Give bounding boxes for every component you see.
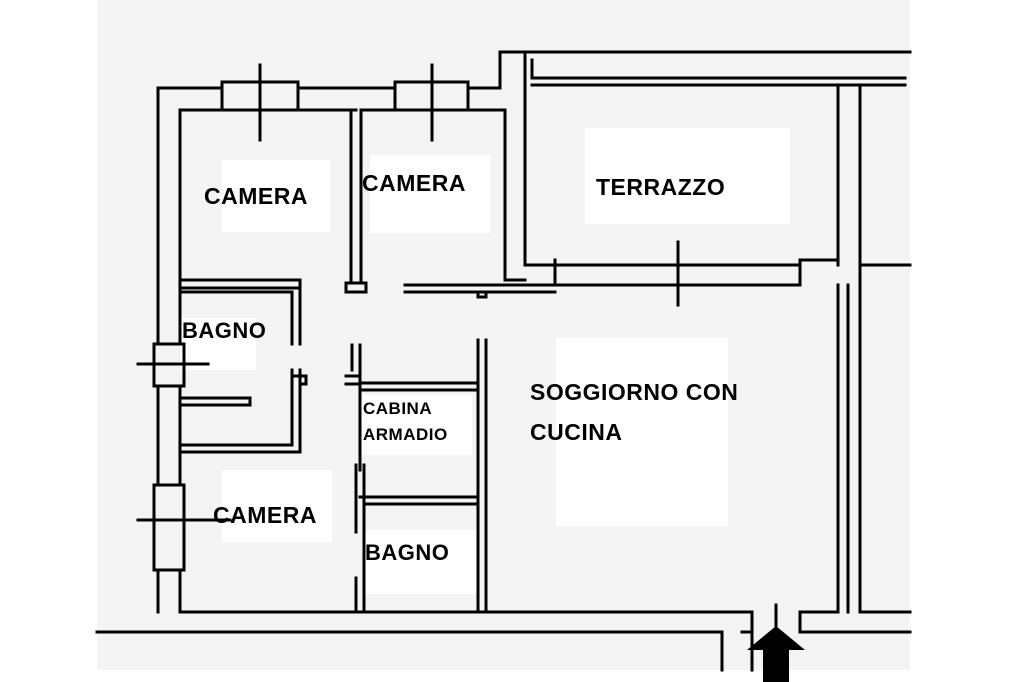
room-label-camera-2: CAMERA [362,170,466,196]
door-stub-cabina [344,374,362,386]
wall-cabina-bottom [358,495,480,506]
wall-cabina-top [358,381,480,392]
room-label-bagno-2: BAGNO [365,540,450,565]
wall-cabina-right [476,338,488,614]
wall-camera-2-bottom-stub [476,290,488,299]
wall-cabina-left [350,343,362,472]
wall-camera-1-bottom [178,278,302,290]
wall-terrace-outer [523,50,562,267]
window-camera-3 [152,483,186,572]
wall-outer-top-left [156,50,912,90]
wall-bagno-2-left [354,463,366,614]
wall-bagno-1-top [178,290,294,346]
room-label-cabina-armadio-line1: CABINA [363,399,433,418]
room-label-terrazzo: TERRAZZO [596,174,726,200]
wall-camere-partition [349,108,363,285]
wall-camere-partition-cap [344,281,368,294]
label-patches [180,128,790,594]
wall-camera-2-right [503,108,527,282]
room-label-camera-1: CAMERA [204,183,308,209]
room-label-cabina-armadio-line2: ARMADIO [363,425,448,444]
door-stub-bagno-1 [290,374,308,386]
room-label-soggiorno-line2: CUCINA [530,419,623,445]
arrow-up-icon [747,626,805,682]
wall-terrace-bottom [553,258,840,287]
walls [95,50,912,672]
wall-bagno-1-inner [178,396,252,407]
room-label-soggiorno-line1: SOGGIORNO CON [530,379,739,405]
wall-camera-2-bottom [403,283,557,294]
wall-bottom-outer [95,630,724,672]
wall-soggiorno-right [836,283,850,614]
wall-terrace-rail-1 [530,58,907,80]
wall-bagno-1-right [178,368,294,447]
room-label-camera-3: CAMERA [213,502,317,528]
wall-outer-right [858,263,912,614]
wall-bagno-1-right-2 [178,286,302,454]
room-label-bagno-1: BAGNO [182,318,267,343]
